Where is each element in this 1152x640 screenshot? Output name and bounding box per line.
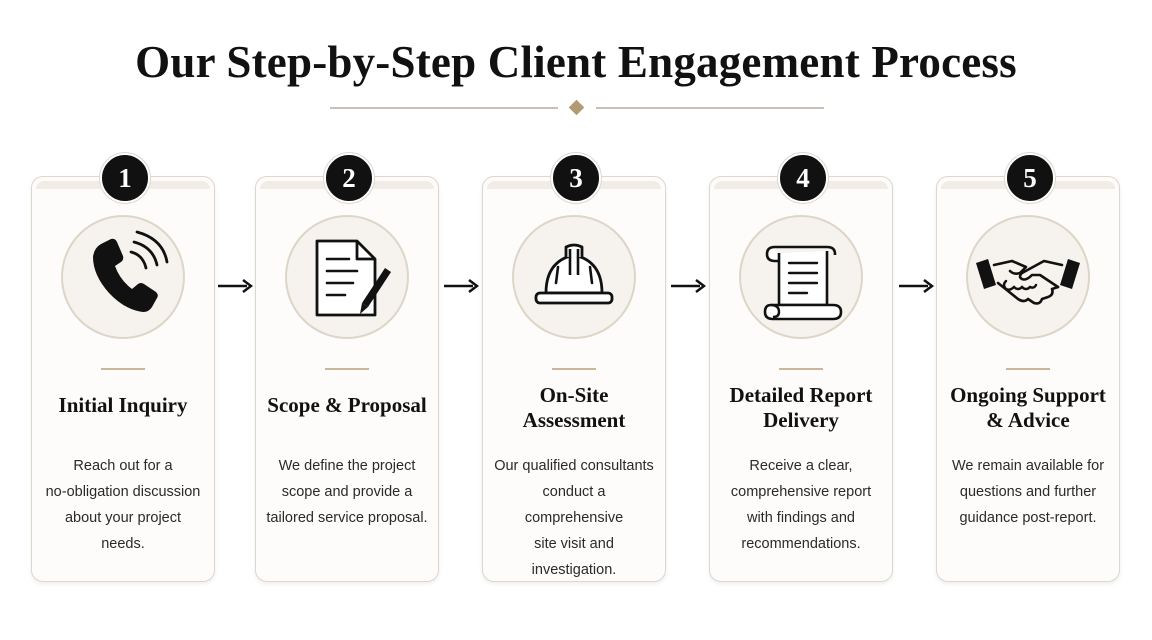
icon-circle <box>285 215 409 339</box>
icon-circle <box>61 215 185 339</box>
phone-icon <box>93 230 169 312</box>
title-divider <box>330 99 824 117</box>
step-card-3: 3 On-Site Assessment Our qualified consu… <box>482 153 666 583</box>
arrow-right-icon <box>899 279 934 293</box>
step-title: Initial Inquiry <box>38 393 208 418</box>
description-line: site visit and investigation. <box>531 536 617 578</box>
page-title: Our Step-by-Step Client Engagement Proce… <box>135 37 1017 87</box>
step-title-line: Delivery <box>763 408 839 432</box>
step-title-line: Scope & Proposal <box>267 393 427 417</box>
divider-diamond-icon <box>568 99 585 116</box>
description-line: with findings and <box>746 510 855 526</box>
step-title-line: Initial Inquiry <box>58 393 188 417</box>
arrow-right-icon <box>671 279 706 293</box>
description-line: We define the project <box>278 458 416 474</box>
step-number-badge: 5 <box>1005 153 1055 203</box>
handshake-icon <box>976 259 1080 305</box>
step-description: We remain available for questions and fu… <box>947 453 1109 531</box>
step-title-line: Detailed Report <box>729 383 873 407</box>
accent-line <box>101 368 145 370</box>
icon-circle <box>739 215 863 339</box>
step-card-2: 2 Scope & Proposal We define the project… <box>255 153 439 582</box>
step-description: Our qualified consultants conduct a comp… <box>493 453 655 583</box>
step-description: We define the project scope and provide … <box>266 453 428 531</box>
divider-line-right <box>596 107 824 109</box>
step-description: Receive a clear, comprehensive report wi… <box>720 453 882 557</box>
step-number-badge: 4 <box>778 153 828 203</box>
description-line: conduct a comprehensive <box>524 484 624 526</box>
description-line: guidance post-report. <box>959 510 1097 526</box>
arrow-right-icon <box>218 279 253 293</box>
icon-circle <box>512 215 636 339</box>
step-card-1: 1 Initial Inquiry Reach out for a no-obl… <box>31 153 215 582</box>
description-line: questions and further <box>959 484 1097 500</box>
step-title: Detailed Report Delivery <box>716 383 886 433</box>
step-title: Scope & Proposal <box>262 393 432 418</box>
step-number-badge: 1 <box>100 153 150 203</box>
icon-circle <box>966 215 1090 339</box>
description-line: scope and provide a <box>281 484 413 500</box>
scroll-report-icon <box>763 245 843 321</box>
step-title: On-Site Assessment <box>489 383 659 433</box>
step-card-4: 4 Detailed Report Delivery Receive a cle… <box>709 153 893 582</box>
step-title-line: & Advice <box>986 408 1070 432</box>
hard-hat-icon <box>534 243 614 305</box>
divider-line-left <box>330 107 558 109</box>
accent-line <box>552 368 596 370</box>
accent-line <box>779 368 823 370</box>
step-number-badge: 2 <box>324 153 374 203</box>
description-line: about your project needs. <box>64 510 182 552</box>
description-line: comprehensive report <box>730 484 872 500</box>
arrow-right-icon <box>444 279 479 293</box>
step-title-line: On-Site <box>539 383 609 407</box>
step-description: Reach out for a no-obligation discussion… <box>42 453 204 557</box>
description-line: no-obligation discussion <box>45 484 201 500</box>
document-pen-icon <box>315 239 391 317</box>
step-title-line: Ongoing Support <box>950 383 1106 407</box>
step-title: Ongoing Support & Advice <box>943 383 1113 433</box>
description-line: Receive a clear, <box>749 458 853 474</box>
step-card-5: 5 Ongoing Support & Advice We remain ava… <box>936 153 1120 582</box>
description-line: Our qualified consultants <box>494 458 654 474</box>
step-title-line: Assessment <box>522 408 626 432</box>
description-line: Reach out for a <box>73 458 173 474</box>
accent-line <box>325 368 369 370</box>
step-number-badge: 3 <box>551 153 601 203</box>
accent-line <box>1006 368 1050 370</box>
description-line: recommendations. <box>741 536 861 552</box>
description-line: tailored service proposal. <box>266 510 428 526</box>
description-line: We remain available for <box>951 458 1105 474</box>
